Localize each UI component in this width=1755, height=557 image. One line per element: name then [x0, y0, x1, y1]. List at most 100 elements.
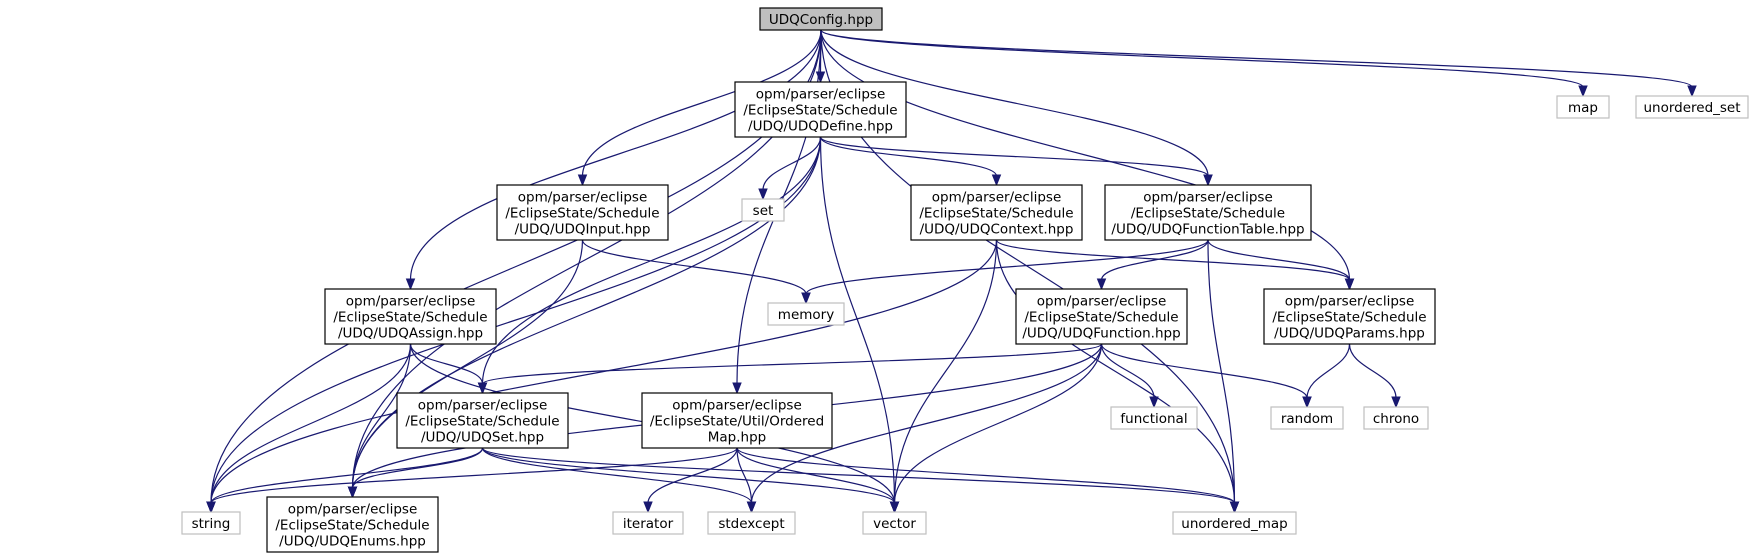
edge-line	[820, 29, 1209, 177]
node-box	[1556, 95, 1610, 119]
node-udqdefine[interactable]: opm/parser/eclipse/EclipseState/Schedule…	[734, 81, 907, 138]
node-memory[interactable]: memory	[767, 302, 845, 326]
node-label-line: /UDQ/UDQDefine.hpp	[748, 119, 893, 135]
edge-udqfunction-to-functional	[1100, 343, 1159, 409]
node-map[interactable]: map	[1556, 95, 1610, 119]
edge-line	[481, 447, 896, 504]
node-udqenums[interactable]: opm/parser/eclipse/EclipseState/Schedule…	[266, 496, 439, 553]
node-box	[767, 302, 845, 326]
node-label-line: opm/parser/eclipse	[418, 398, 548, 414]
node-unordered_map[interactable]: unordered_map	[1172, 511, 1297, 535]
arrowhead	[206, 501, 216, 514]
node-unordered_set[interactable]: unordered_set	[1635, 95, 1749, 119]
edge-line	[995, 239, 1236, 504]
node-box	[759, 7, 883, 31]
node-box	[266, 496, 439, 553]
edge-line	[210, 447, 738, 504]
node-vector[interactable]: vector	[862, 511, 927, 535]
edge-udqconfig-to-udqassign	[405, 29, 822, 291]
node-label-line: vector	[873, 516, 916, 532]
node-label-line: iterator	[623, 516, 674, 532]
node-random[interactable]: random	[1270, 406, 1344, 430]
edge-udqcontext-to-udqparams	[995, 239, 1355, 291]
node-box	[862, 511, 927, 535]
node-label-line: /UDQ/UDQSet.hpp	[421, 430, 544, 446]
edge-udqfunction-to-udqset	[477, 343, 1103, 395]
node-label-line: unordered_map	[1181, 516, 1287, 532]
arrowhead	[801, 292, 811, 305]
edge-udqassign-to-string	[206, 343, 412, 514]
arrowhead	[991, 174, 1002, 187]
node-stdexcept[interactable]: stdexcept	[707, 511, 796, 535]
arrowhead	[758, 188, 768, 201]
edge-udqfunctiontable-to-udqparams	[1207, 239, 1355, 291]
node-functional[interactable]: functional	[1110, 406, 1198, 430]
arrowhead	[1096, 278, 1107, 291]
node-label-line: /EclipseState/Schedule	[1024, 310, 1178, 326]
edge-orderedmap-to-iterator	[643, 447, 738, 514]
node-orderedmap[interactable]: opm/parser/eclipse/EclipseState/Util/Ord…	[641, 392, 833, 449]
node-udqcontext[interactable]: opm/parser/eclipse/EclipseState/Schedule…	[910, 184, 1083, 241]
node-label-line: UDQConfig.hpp	[769, 12, 873, 28]
node-label-line: /EclipseState/Schedule	[1272, 310, 1426, 326]
node-udqconfig[interactable]: UDQConfig.hpp	[759, 7, 883, 31]
node-box	[641, 392, 833, 449]
node-label-line: opm/parser/eclipse	[288, 502, 418, 518]
edge-line	[820, 29, 1584, 88]
node-label-line: string	[192, 516, 231, 532]
edge-line	[481, 447, 753, 504]
node-label-line: /UDQ/UDQFunction.hpp	[1022, 326, 1180, 342]
edge-line	[481, 343, 1103, 385]
edge-orderedmap-to-vector	[736, 447, 900, 514]
node-box	[741, 198, 785, 222]
edge-udqfunction-to-random	[1100, 343, 1312, 409]
edge-line	[820, 29, 1693, 88]
edge-udqfunctiontable-to-memory	[801, 239, 1209, 305]
edge-line	[736, 447, 896, 504]
arrowhead	[746, 501, 757, 514]
node-box	[1110, 406, 1198, 430]
edge-line	[1348, 343, 1397, 399]
edge-line	[1207, 239, 1236, 504]
arrowhead	[347, 486, 358, 499]
edge-line	[736, 447, 1236, 504]
node-udqset[interactable]: opm/parser/eclipse/EclipseState/Schedule…	[396, 392, 569, 449]
edge-line	[819, 136, 896, 504]
edge-line	[351, 343, 412, 489]
node-box	[324, 288, 497, 345]
arrowhead	[1391, 396, 1401, 409]
node-label-line: opm/parser/eclipse	[346, 294, 476, 310]
node-udqfunction[interactable]: opm/parser/eclipse/EclipseState/Schedule…	[1015, 288, 1188, 345]
edge-line	[409, 343, 484, 385]
node-label-line: opm/parser/eclipse	[518, 190, 648, 206]
edge-line	[1207, 239, 1351, 281]
node-box	[1104, 184, 1312, 241]
node-box	[734, 81, 907, 138]
node-label-line: map	[1568, 100, 1598, 116]
node-box	[1263, 288, 1436, 345]
node-label-line: /UDQ/UDQContext.hpp	[920, 222, 1074, 238]
edge-orderedmap-to-unordered_map	[736, 447, 1240, 514]
arrowhead	[577, 174, 588, 187]
node-label-line: opm/parser/eclipse	[672, 398, 802, 414]
node-chrono[interactable]: chrono	[1363, 406, 1429, 430]
edge-line	[820, 29, 1351, 281]
node-udqparams[interactable]: opm/parser/eclipse/EclipseState/Schedule…	[1263, 288, 1436, 345]
node-string[interactable]: string	[181, 511, 241, 535]
arrowhead	[1203, 174, 1213, 187]
node-iterator[interactable]: iterator	[612, 511, 684, 535]
node-set[interactable]: set	[741, 198, 785, 222]
node-label-line: opm/parser/eclipse	[756, 87, 886, 103]
node-label-line: Map.hpp	[708, 430, 766, 446]
node-label-line: /EclipseState/Schedule	[333, 310, 487, 326]
edge-udqconfig-to-unordered_set	[820, 29, 1697, 98]
node-box	[1172, 511, 1297, 535]
node-box	[1270, 406, 1344, 430]
edge-line	[995, 239, 1351, 281]
node-udqfunctiontable[interactable]: opm/parser/eclipse/EclipseState/Schedule…	[1104, 184, 1312, 241]
node-udqinput[interactable]: opm/parser/eclipse/EclipseState/Schedule…	[496, 184, 669, 241]
node-label-line: opm/parser/eclipse	[1143, 190, 1273, 206]
node-udqassign[interactable]: opm/parser/eclipse/EclipseState/Schedule…	[324, 288, 497, 345]
node-label-line: /EclipseState/Schedule	[275, 518, 429, 534]
arrowhead	[405, 278, 416, 291]
